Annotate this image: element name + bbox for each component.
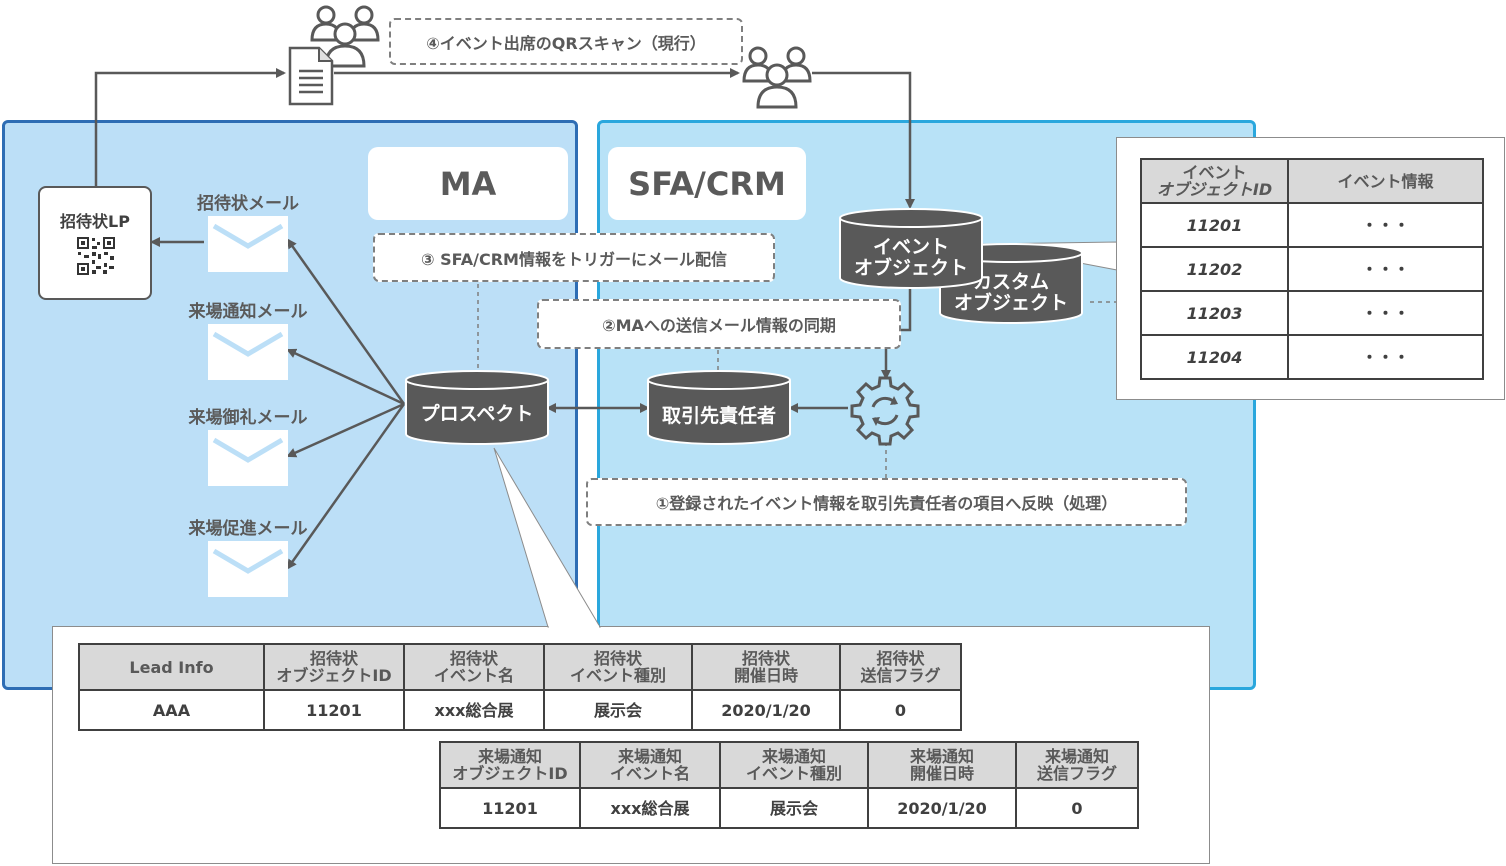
lead-table-header: 招待状イベント名 <box>403 643 545 691</box>
prospect-to-invite-mail-arrow <box>286 238 406 405</box>
table-cell: 11203 <box>1140 290 1289 336</box>
event-object-line2: オブジェクト <box>853 257 968 279</box>
table-cell: ・・・ <box>1287 202 1484 248</box>
step3-label: ③ SFA/CRM情報をトリガーにメール配信 <box>373 233 775 282</box>
step4-label: ④イベント出席のQRスキャン（現行） <box>389 18 743 65</box>
visit-table-header: 来場通知オブジェクトID <box>439 741 581 789</box>
table-cell: 11201 <box>263 689 405 731</box>
table-cell: 2020/1/20 <box>691 689 841 731</box>
lead-table-header: 招待状イベント種別 <box>543 643 693 691</box>
people-group-icon <box>742 46 812 109</box>
table-cell: 11204 <box>1140 334 1289 380</box>
envelope-icon <box>208 216 288 272</box>
prospect-db-label: プロスペクト <box>420 403 534 425</box>
table-cell: xxx総合展 <box>579 787 721 829</box>
ma-title: MA <box>368 147 568 220</box>
people-group-icon <box>310 5 380 68</box>
mail-label-thanks: 来場御礼メール <box>188 408 308 428</box>
lead-table-header: 招待状送信フラグ <box>839 643 962 691</box>
invite-lp-box: 招待状LP <box>38 186 152 300</box>
prospect-to-promotion-mail-arrow <box>286 403 406 570</box>
document-icon <box>288 46 334 106</box>
event-object-line1: イベント <box>872 236 949 258</box>
invite-lp-title: 招待状LP <box>60 212 130 231</box>
visit-table-header: 来場通知送信フラグ <box>1015 741 1139 789</box>
lp-to-document-arrow <box>94 68 286 186</box>
event-table-header-id: イベント オブジェクトID <box>1140 158 1289 204</box>
table-cell: 展示会 <box>543 689 693 731</box>
step1-label: ①登録されたイベント情報を取引先責任者の項目へ反映（処理） <box>586 478 1187 526</box>
table-cell: ・・・ <box>1287 290 1484 336</box>
database-cylinder-icon <box>647 370 791 445</box>
step2-label: ②MAへの送信メール情報の同期 <box>537 299 901 349</box>
database-cylinder-icon <box>405 370 549 445</box>
custom-object-db-label: カスタム オブジェクト <box>938 272 1084 314</box>
table-cell: ・・・ <box>1287 246 1484 292</box>
custom-object-line2: オブジェクト <box>953 292 1068 314</box>
mail-label-visit-notice: 来場通知メール <box>188 302 308 322</box>
lead-table-header-lead-info: Lead Info <box>78 643 265 691</box>
table-cell: 11202 <box>1140 246 1289 292</box>
visit-table-header: 来場通知イベント名 <box>579 741 721 789</box>
table-cell: xxx総合展 <box>403 689 545 731</box>
envelope-icon <box>208 541 288 597</box>
table-cell: 0 <box>1015 787 1139 829</box>
table-cell: AAA <box>78 689 265 731</box>
envelope-icon <box>208 324 288 380</box>
mail-label-invite: 招待状メール <box>197 194 299 214</box>
event-object-table: イベント オブジェクトID イベント情報 11201・・・ 11202・・・ 1… <box>1140 158 1484 380</box>
database-cylinder-icon <box>839 208 983 289</box>
prospect-to-visit-notice-mail-arrow <box>286 348 405 406</box>
visit-table-header: 来場通知イベント種別 <box>719 741 869 789</box>
event-table-header-info: イベント情報 <box>1287 158 1484 204</box>
qr-code-icon <box>76 236 116 276</box>
visit-table-header: 来場通知開催日時 <box>867 741 1017 789</box>
prospect-to-thanks-mail-arrow <box>286 402 405 458</box>
people-to-event-object-arrow <box>812 71 915 209</box>
custom-object-line1: カスタム <box>972 271 1049 293</box>
envelope-icon <box>208 430 288 486</box>
lead-callout-pointer <box>493 447 601 628</box>
table-cell: 0 <box>839 689 962 731</box>
visit-notice-table: 来場通知オブジェクトID 来場通知イベント名 来場通知イベント種別 来場通知開催… <box>439 741 1139 829</box>
table-cell: 2020/1/20 <box>867 787 1017 829</box>
table-cell: 11201 <box>439 787 581 829</box>
table-cell: ・・・ <box>1287 334 1484 380</box>
table-cell: 11201 <box>1140 202 1289 248</box>
sfa-crm-title: SFA/CRM <box>608 147 806 220</box>
lead-info-table: Lead Info 招待状オブジェクトID 招待状イベント名 招待状イベント種別… <box>78 643 962 731</box>
event-object-db-label: イベント オブジェクト <box>838 237 984 279</box>
lead-table-header: 招待状オブジェクトID <box>263 643 405 691</box>
mail-label-promotion: 来場促進メール <box>188 519 308 539</box>
table-cell: 展示会 <box>719 787 869 829</box>
lead-table-header: 招待状開催日時 <box>691 643 841 691</box>
sync-gear-icon <box>850 376 920 446</box>
contact-db-label: 取引先責任者 <box>661 405 776 427</box>
